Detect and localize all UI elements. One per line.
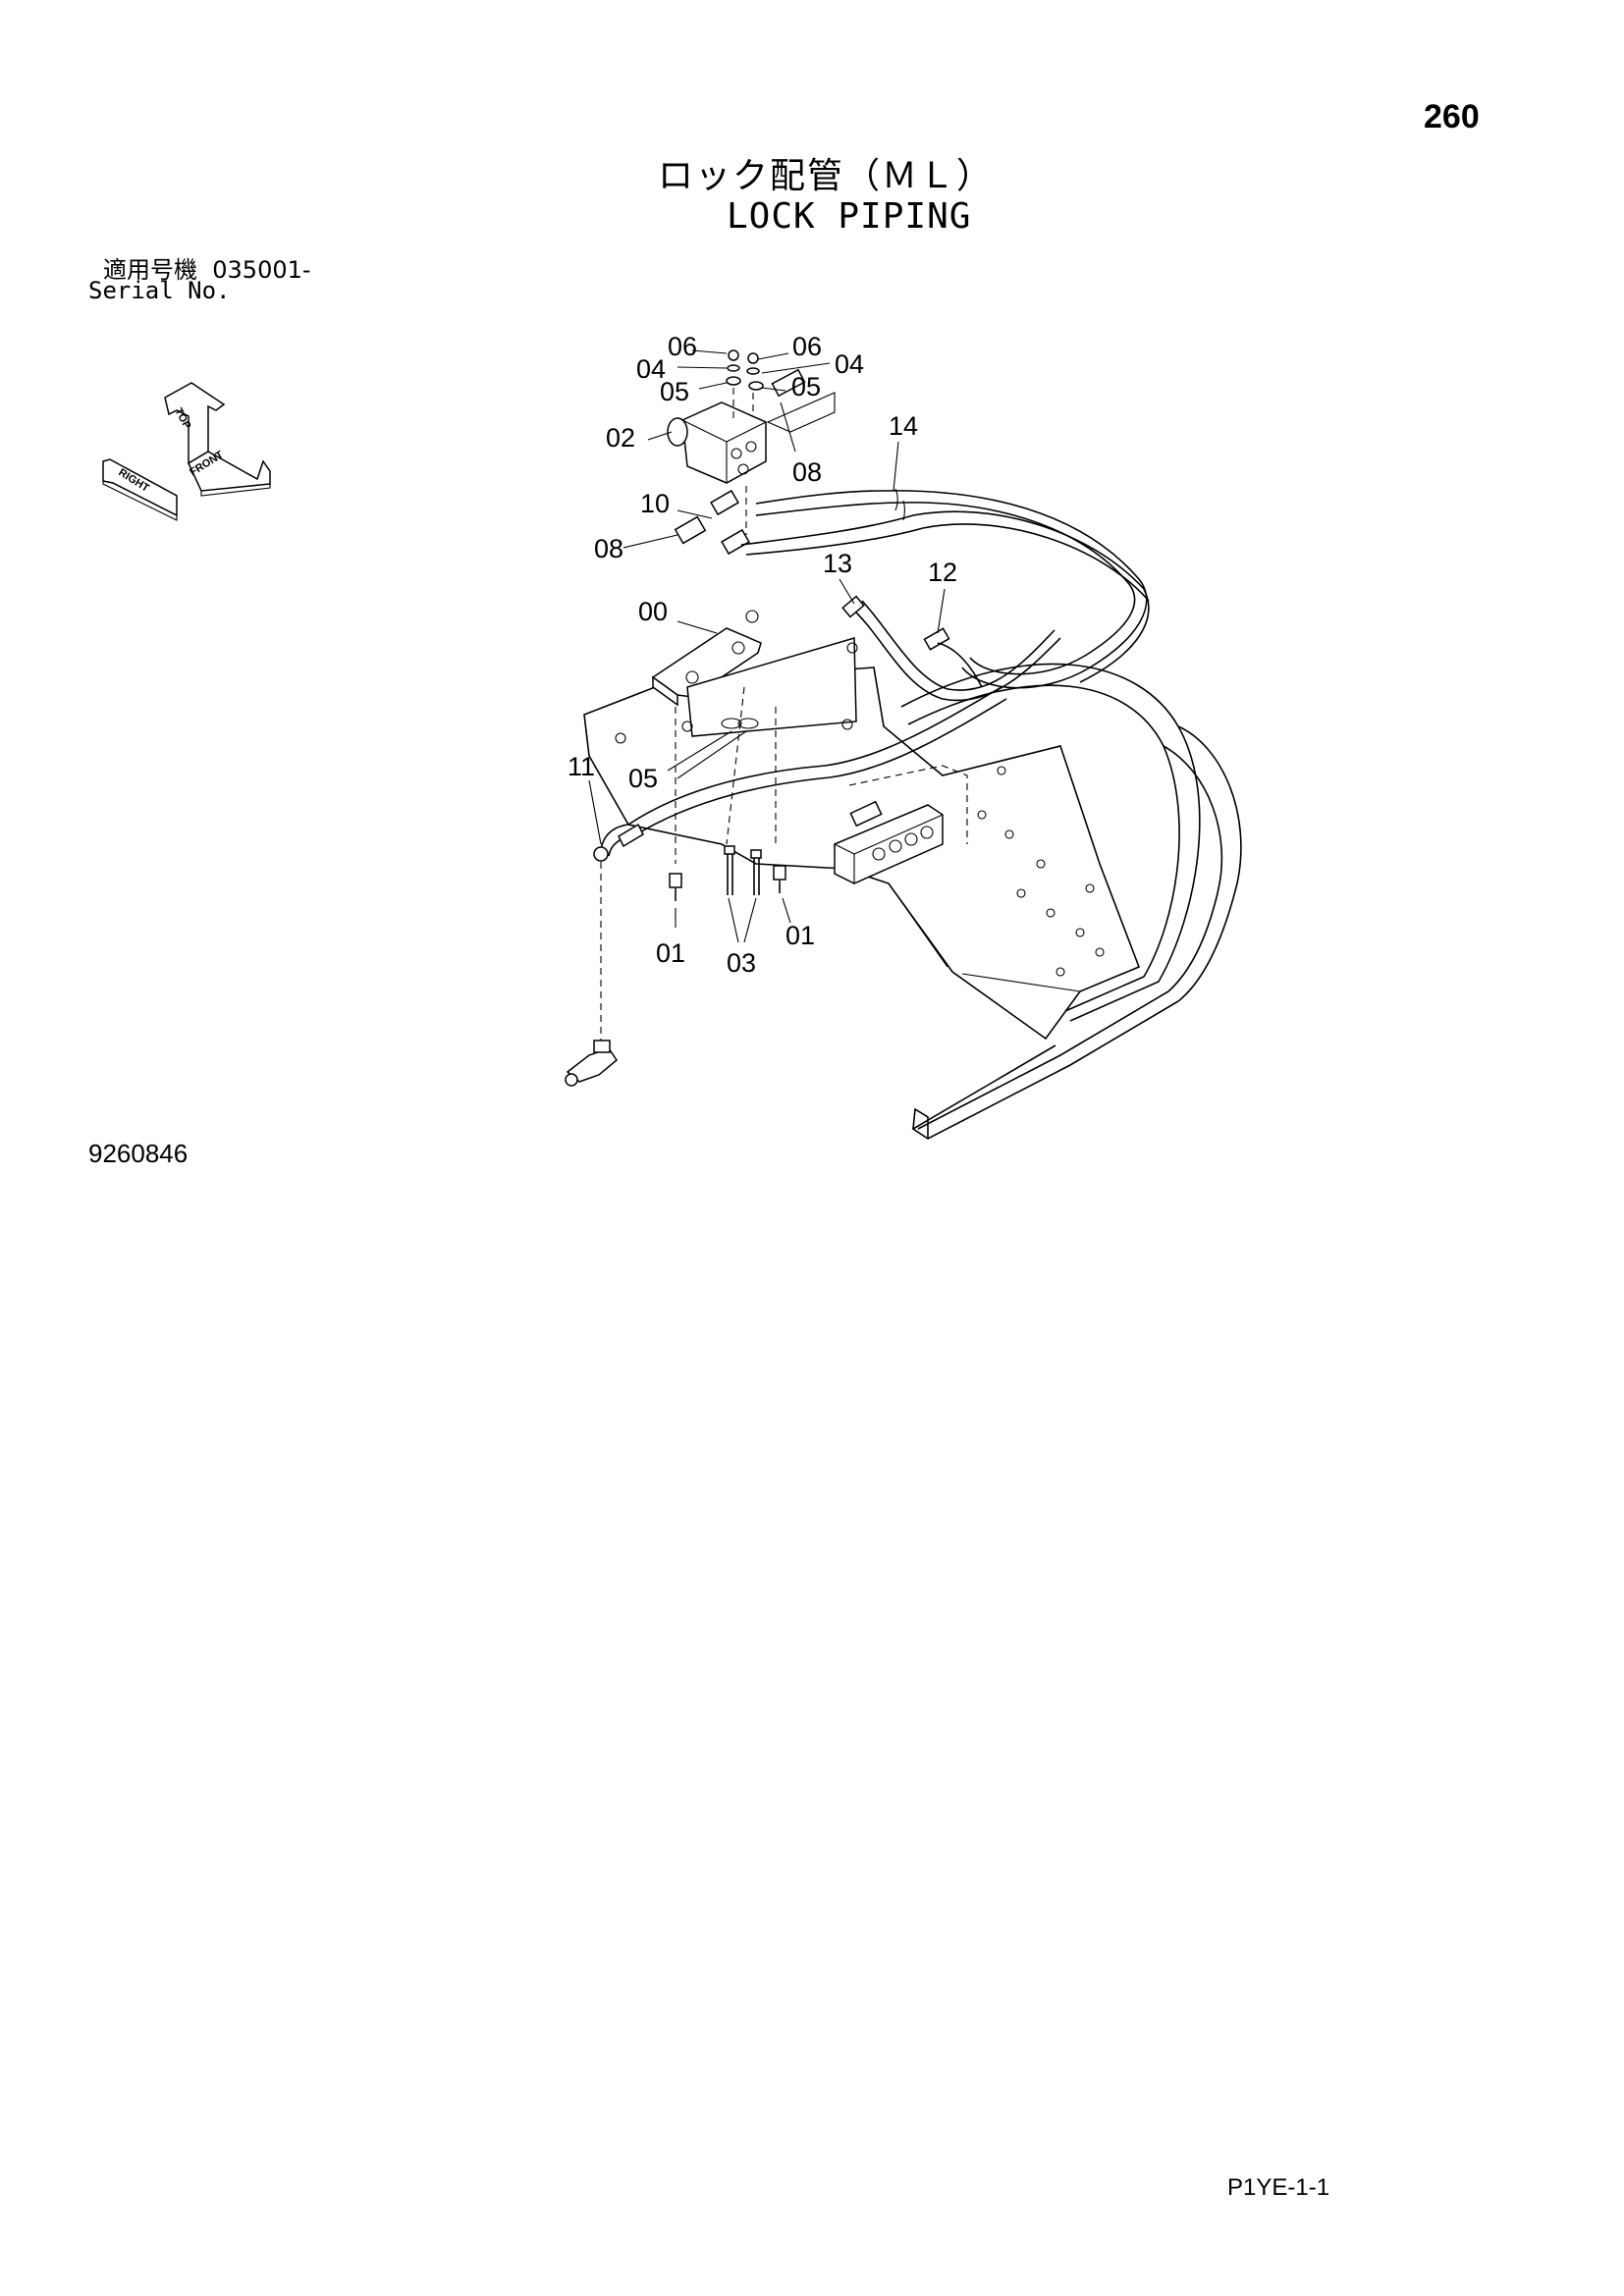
- callout-01-left: 01: [656, 938, 685, 968]
- callout-08-left: 08: [594, 534, 623, 563]
- frame-rail: [900, 663, 1242, 1140]
- page-number: 260: [1424, 98, 1480, 135]
- callout-10: 10: [640, 489, 670, 518]
- callout-01-right: 01: [785, 921, 815, 950]
- serial-label-japanese: 適用号機: [103, 256, 197, 284]
- callout-13: 13: [823, 549, 852, 578]
- callout-labels: 06 04 05 02 10 08 06 04 05 08 14 13 12 0…: [568, 332, 957, 978]
- valve-part-02: [667, 349, 836, 556]
- callout-04-left: 04: [636, 354, 666, 384]
- floor-plate: [583, 667, 1141, 1041]
- page-reference: P1YE-1-1: [1227, 2174, 1330, 2201]
- serial-value: 035001-: [212, 256, 311, 284]
- leader-lines: [588, 349, 946, 943]
- figure-number: 9260846: [88, 1139, 189, 1168]
- callout-11: 11: [568, 752, 595, 781]
- manifold-block: [834, 765, 968, 884]
- callout-05-lower: 05: [628, 764, 658, 793]
- serial-label-english: Serial No.: [88, 277, 231, 304]
- bracket-part-00: [651, 610, 858, 737]
- callout-03: 03: [727, 948, 756, 978]
- hose-part-11: [593, 686, 1007, 862]
- callout-00: 00: [638, 597, 668, 626]
- callout-12: 12: [928, 558, 957, 587]
- callout-05-right: 05: [791, 372, 821, 401]
- orientation-indicator: TOP RIGHT FRONT: [102, 382, 271, 521]
- callout-04-right: 04: [835, 349, 864, 379]
- page-title-japanese: ロック配管（ＭＬ）: [658, 156, 995, 196]
- callout-14: 14: [889, 411, 918, 441]
- hose-bundle-part-14: [740, 488, 1150, 689]
- serial-applicable: 適用号機 035001-: [103, 250, 311, 285]
- callout-02: 02: [606, 423, 635, 453]
- callout-08-right: 08: [792, 457, 822, 487]
- bolt-parts-01-03: [669, 686, 786, 901]
- callout-05-left: 05: [660, 377, 689, 406]
- callout-06-left: 06: [668, 332, 697, 361]
- callout-06-right: 06: [792, 332, 822, 361]
- hose-parts-12-13: [841, 595, 1061, 702]
- page-title-english: LOCK PIPING: [727, 196, 972, 237]
- lower-connector: [565, 862, 618, 1087]
